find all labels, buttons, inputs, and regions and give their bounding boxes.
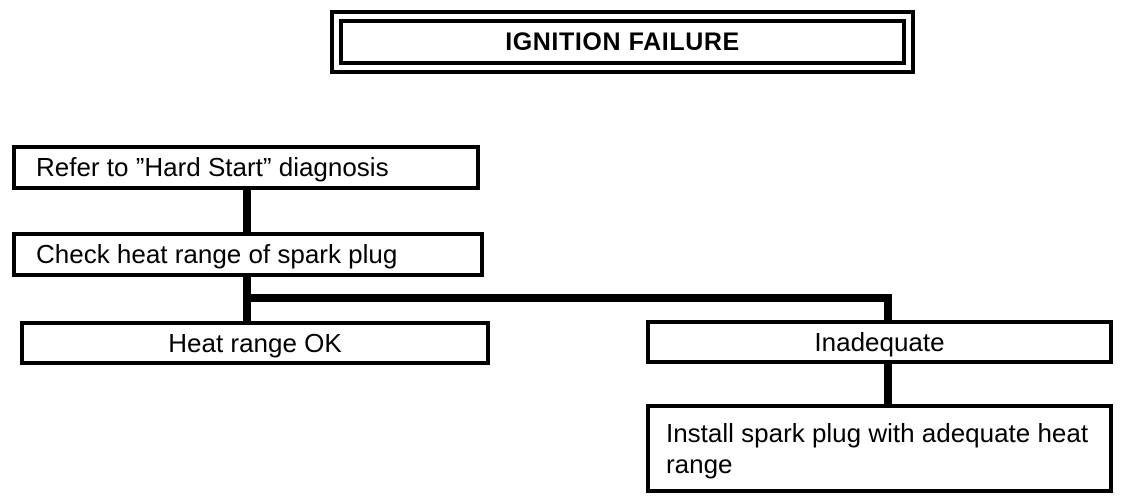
page-title: IGNITION FAILURE: [505, 27, 740, 56]
node-title-banner-inner: IGNITION FAILURE: [339, 19, 906, 65]
node-refer-hard-start-label: Refer to ”Hard Start” diagnosis: [36, 152, 389, 183]
node-install-spark-plug-label: Install spark plug with adequate heat ra…: [666, 417, 1089, 479]
node-refer-hard-start: Refer to ”Hard Start” diagnosis: [12, 145, 480, 190]
node-inadequate-label: Inadequate: [814, 326, 945, 357]
node-heat-range-ok: Heat range OK: [20, 321, 490, 365]
node-check-heat-range: Check heat range of spark plug: [12, 232, 484, 277]
node-install-spark-plug: Install spark plug with adequate heat ra…: [646, 404, 1113, 493]
node-inadequate: Inadequate: [646, 320, 1113, 364]
connector-branch-bar: [243, 294, 892, 302]
node-check-heat-range-label: Check heat range of spark plug: [36, 239, 398, 270]
connector-inadequate-to-install: [884, 364, 892, 406]
connector-branch-to-inadequate: [884, 294, 892, 322]
node-heat-range-ok-label: Heat range OK: [168, 327, 342, 358]
node-title-banner: IGNITION FAILURE: [330, 10, 915, 74]
connector-refer-to-check: [243, 190, 251, 232]
